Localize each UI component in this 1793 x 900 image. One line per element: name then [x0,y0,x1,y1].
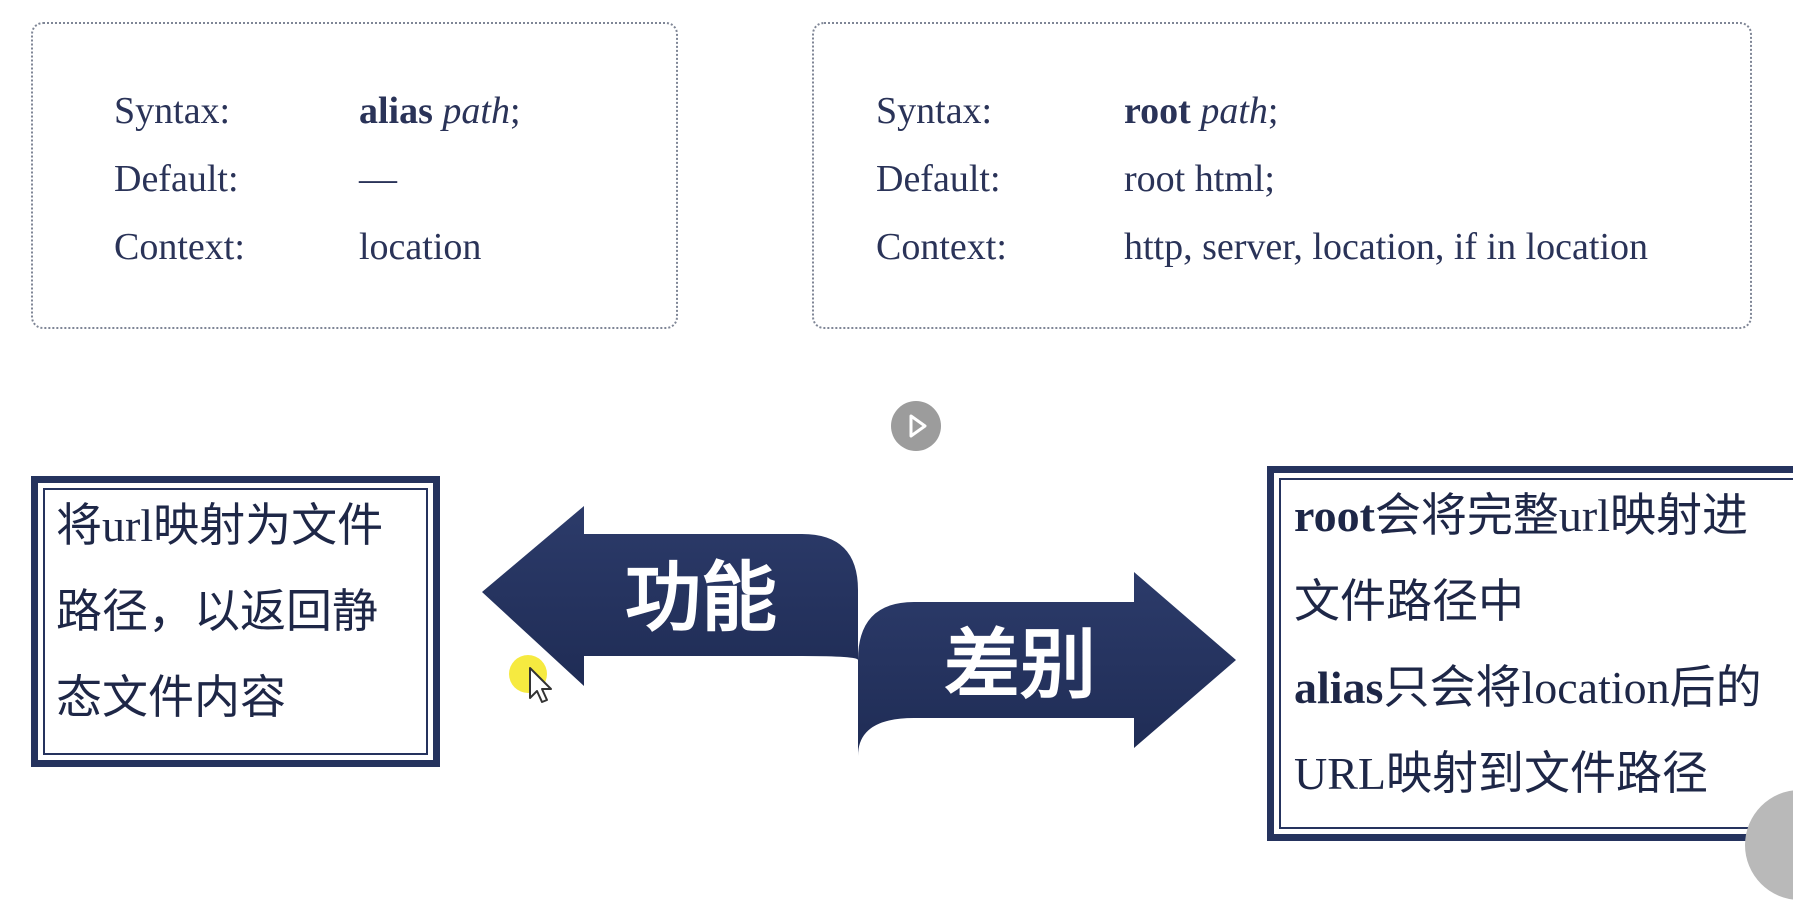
difference-line-1: root会将完整url映射进 [1294,490,1749,541]
alias-keyword: alias [359,90,433,132]
alias-keyword-text: alias [1294,662,1384,713]
difference-line-2: 文件路径中 [1294,576,1524,627]
context-label: Context: [876,226,1007,268]
default-label: Default: [114,158,239,200]
function-line-3: 态文件内容 [56,672,286,723]
function-line-2: 路径，以返回静 [56,586,378,637]
play-button[interactable] [891,401,941,451]
difference-line-3: alias只会将location后的 [1294,662,1762,713]
difference-text: root会将完整url映射进 文件路径中 alias只会将location后的 … [1294,473,1762,817]
mouse-cursor-icon [509,655,552,703]
root-context-value: http, server, location, if in location [1124,226,1649,268]
syntax-label: Syntax: [114,90,231,132]
mouse-cursor [508,654,568,714]
play-icon [909,414,927,438]
root-keyword-text: root [1294,490,1375,541]
root-syntax-value: root path; [1124,92,1278,130]
alias-context-value: location [359,226,482,268]
syntax-label: Syntax: [876,90,993,132]
function-arrow-label: 功能 [625,553,777,642]
root-keyword: root [1124,90,1191,132]
function-difference-arrows [482,506,1236,756]
function-arrow-shape [482,506,858,686]
function-text: 将url映射为文件 路径，以返回静 态文件内容 [56,483,383,741]
difference-line-4: URL映射到文件路径 [1294,748,1708,799]
alias-spec-box: Syntax: alias path; Default: — Context: … [31,22,678,329]
alias-path-arg: path [442,90,510,132]
default-label: Default: [876,158,1001,200]
alias-default-value: — [359,158,397,200]
difference-arrow-label: 差别 [944,620,1096,709]
function-line-1: 将url映射为文件 [56,500,384,551]
root-default-value: root html; [1124,158,1275,200]
alias-syntax-value: alias path; [359,92,521,130]
context-label: Context: [114,226,245,268]
root-spec-box: Syntax: root path; Default: root html; C… [812,22,1752,329]
difference-arrow-shape [858,572,1236,756]
root-semicolon: ; [1267,90,1279,132]
alias-semicolon: ; [509,90,521,132]
difference-description-box: root会将完整url映射进 文件路径中 alias只会将location后的 … [1267,466,1793,841]
function-description-box: 将url映射为文件 路径，以返回静 态文件内容 [31,476,440,767]
root-path-arg: path [1200,90,1268,132]
